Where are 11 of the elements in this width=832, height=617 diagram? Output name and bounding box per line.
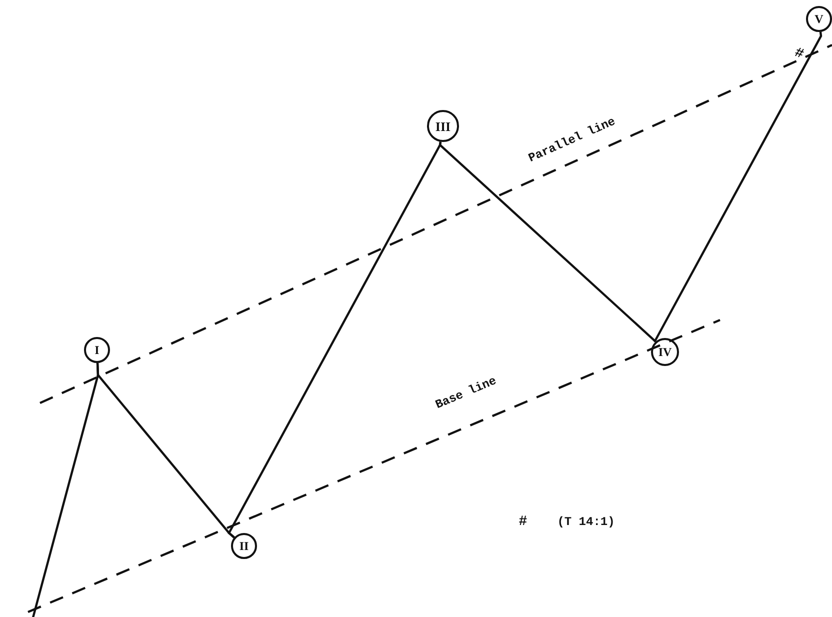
wave-number-circle: III bbox=[427, 110, 459, 142]
line-label: # bbox=[792, 46, 806, 62]
wave-number-circle: V bbox=[806, 6, 832, 32]
line-label: # bbox=[518, 515, 528, 529]
wave-number-circle: II bbox=[231, 533, 257, 559]
wave-number-circle: I bbox=[84, 337, 110, 363]
wave-line bbox=[438, 142, 656, 342]
line-label: Base line bbox=[434, 374, 498, 412]
wave-number-circle: IV bbox=[651, 338, 679, 366]
wave-line bbox=[654, 32, 822, 342]
line-label: (T 14:1) bbox=[557, 516, 615, 528]
